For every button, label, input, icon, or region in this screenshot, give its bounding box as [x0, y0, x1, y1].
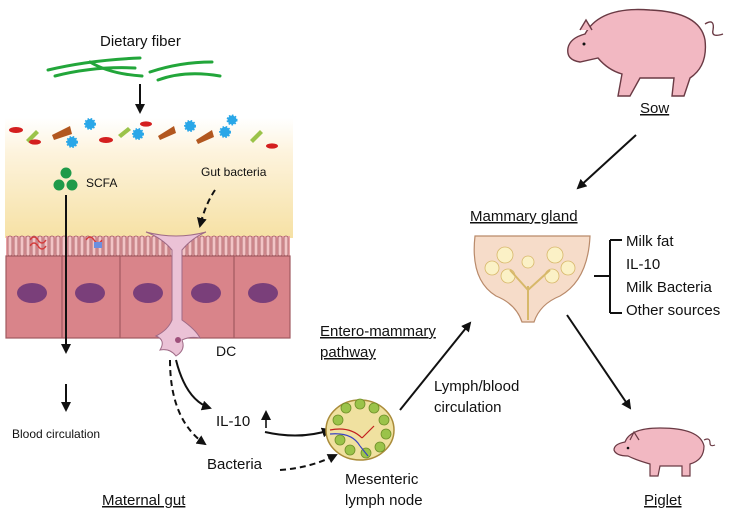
microvillus — [127, 235, 133, 257]
microvillus — [229, 235, 235, 257]
microvillus — [217, 235, 223, 257]
dietary-fiber-icon — [46, 56, 222, 82]
lumen-bacteria-icon — [9, 114, 278, 149]
microvillus — [121, 235, 127, 257]
mammary-output-item: IL-10 — [626, 256, 660, 273]
maternal-gut-label: Maternal gut — [102, 492, 186, 509]
microvillus — [151, 235, 157, 257]
microvillus — [193, 235, 199, 257]
microvillus — [49, 235, 55, 257]
microvillus — [277, 235, 283, 257]
epithelium — [5, 235, 291, 339]
microvillus — [7, 235, 13, 257]
microvillus — [67, 235, 73, 257]
mesenteric-label-line1: Mesenteric — [345, 471, 419, 488]
microvillus — [139, 235, 145, 257]
microvillus — [133, 235, 139, 257]
mammary-gland-label: Mammary gland — [470, 208, 578, 225]
dietary-fiber-label: Dietary fiber — [100, 33, 181, 50]
microvillus — [259, 235, 265, 257]
microvillus — [25, 235, 31, 257]
microvillus — [253, 235, 259, 257]
bacteria-label: Bacteria — [207, 456, 263, 473]
microvillus — [235, 235, 241, 257]
microvillus — [31, 235, 37, 257]
dendritic-cell-icon — [145, 231, 207, 357]
microvillus — [145, 235, 151, 257]
microvillus — [13, 235, 19, 257]
piglet-icon — [613, 427, 716, 477]
mammary-gland-icon — [473, 235, 591, 323]
mammary-outputs-list: Milk fat IL-10 Milk Bacteria Other sourc… — [626, 233, 720, 319]
gut-lumen — [5, 118, 293, 238]
mammary-output-item: Milk fat — [626, 233, 674, 250]
microvillus — [115, 235, 121, 257]
microvillus — [265, 235, 271, 257]
lymph-node-icon — [325, 398, 395, 461]
scfa-label: SCFA — [86, 176, 117, 190]
arrows — [61, 84, 637, 471]
microvillus — [109, 235, 115, 257]
microvillus — [79, 235, 85, 257]
microvillus — [103, 235, 109, 257]
lymph-blood-label-line2: circulation — [434, 399, 502, 416]
microvillus — [55, 235, 61, 257]
microvillus — [223, 235, 229, 257]
gut-bacteria-label: Gut bacteria — [201, 165, 267, 179]
microvillus — [199, 235, 205, 257]
entero-mammary-label-line1: Entero-mammary — [320, 323, 436, 340]
scfa-icon — [53, 167, 78, 191]
microvillus — [211, 235, 217, 257]
outputs-bracket — [594, 239, 622, 314]
microvillus — [271, 235, 277, 257]
microvillus — [73, 235, 79, 257]
mesenteric-label-line2: lymph node — [345, 492, 423, 509]
microvillus — [241, 235, 247, 257]
mammary-output-item: Milk Bacteria — [626, 279, 713, 296]
mammary-output-item: Other sources — [626, 302, 720, 319]
lymph-blood-label-line1: Lymph/blood — [434, 378, 519, 395]
microvillus — [283, 235, 289, 257]
sow-icon — [567, 8, 724, 97]
il10-label: IL-10 — [216, 413, 250, 430]
microvillus — [205, 235, 211, 257]
microvillus — [247, 235, 253, 257]
microvillus — [19, 235, 25, 257]
entero-mammary-label-line2: pathway — [320, 344, 376, 361]
piglet-label: Piglet — [644, 492, 682, 509]
blood-circulation-label: Blood circulation — [12, 427, 100, 441]
dc-label: DC — [216, 343, 236, 359]
sow-label: Sow — [640, 100, 669, 117]
